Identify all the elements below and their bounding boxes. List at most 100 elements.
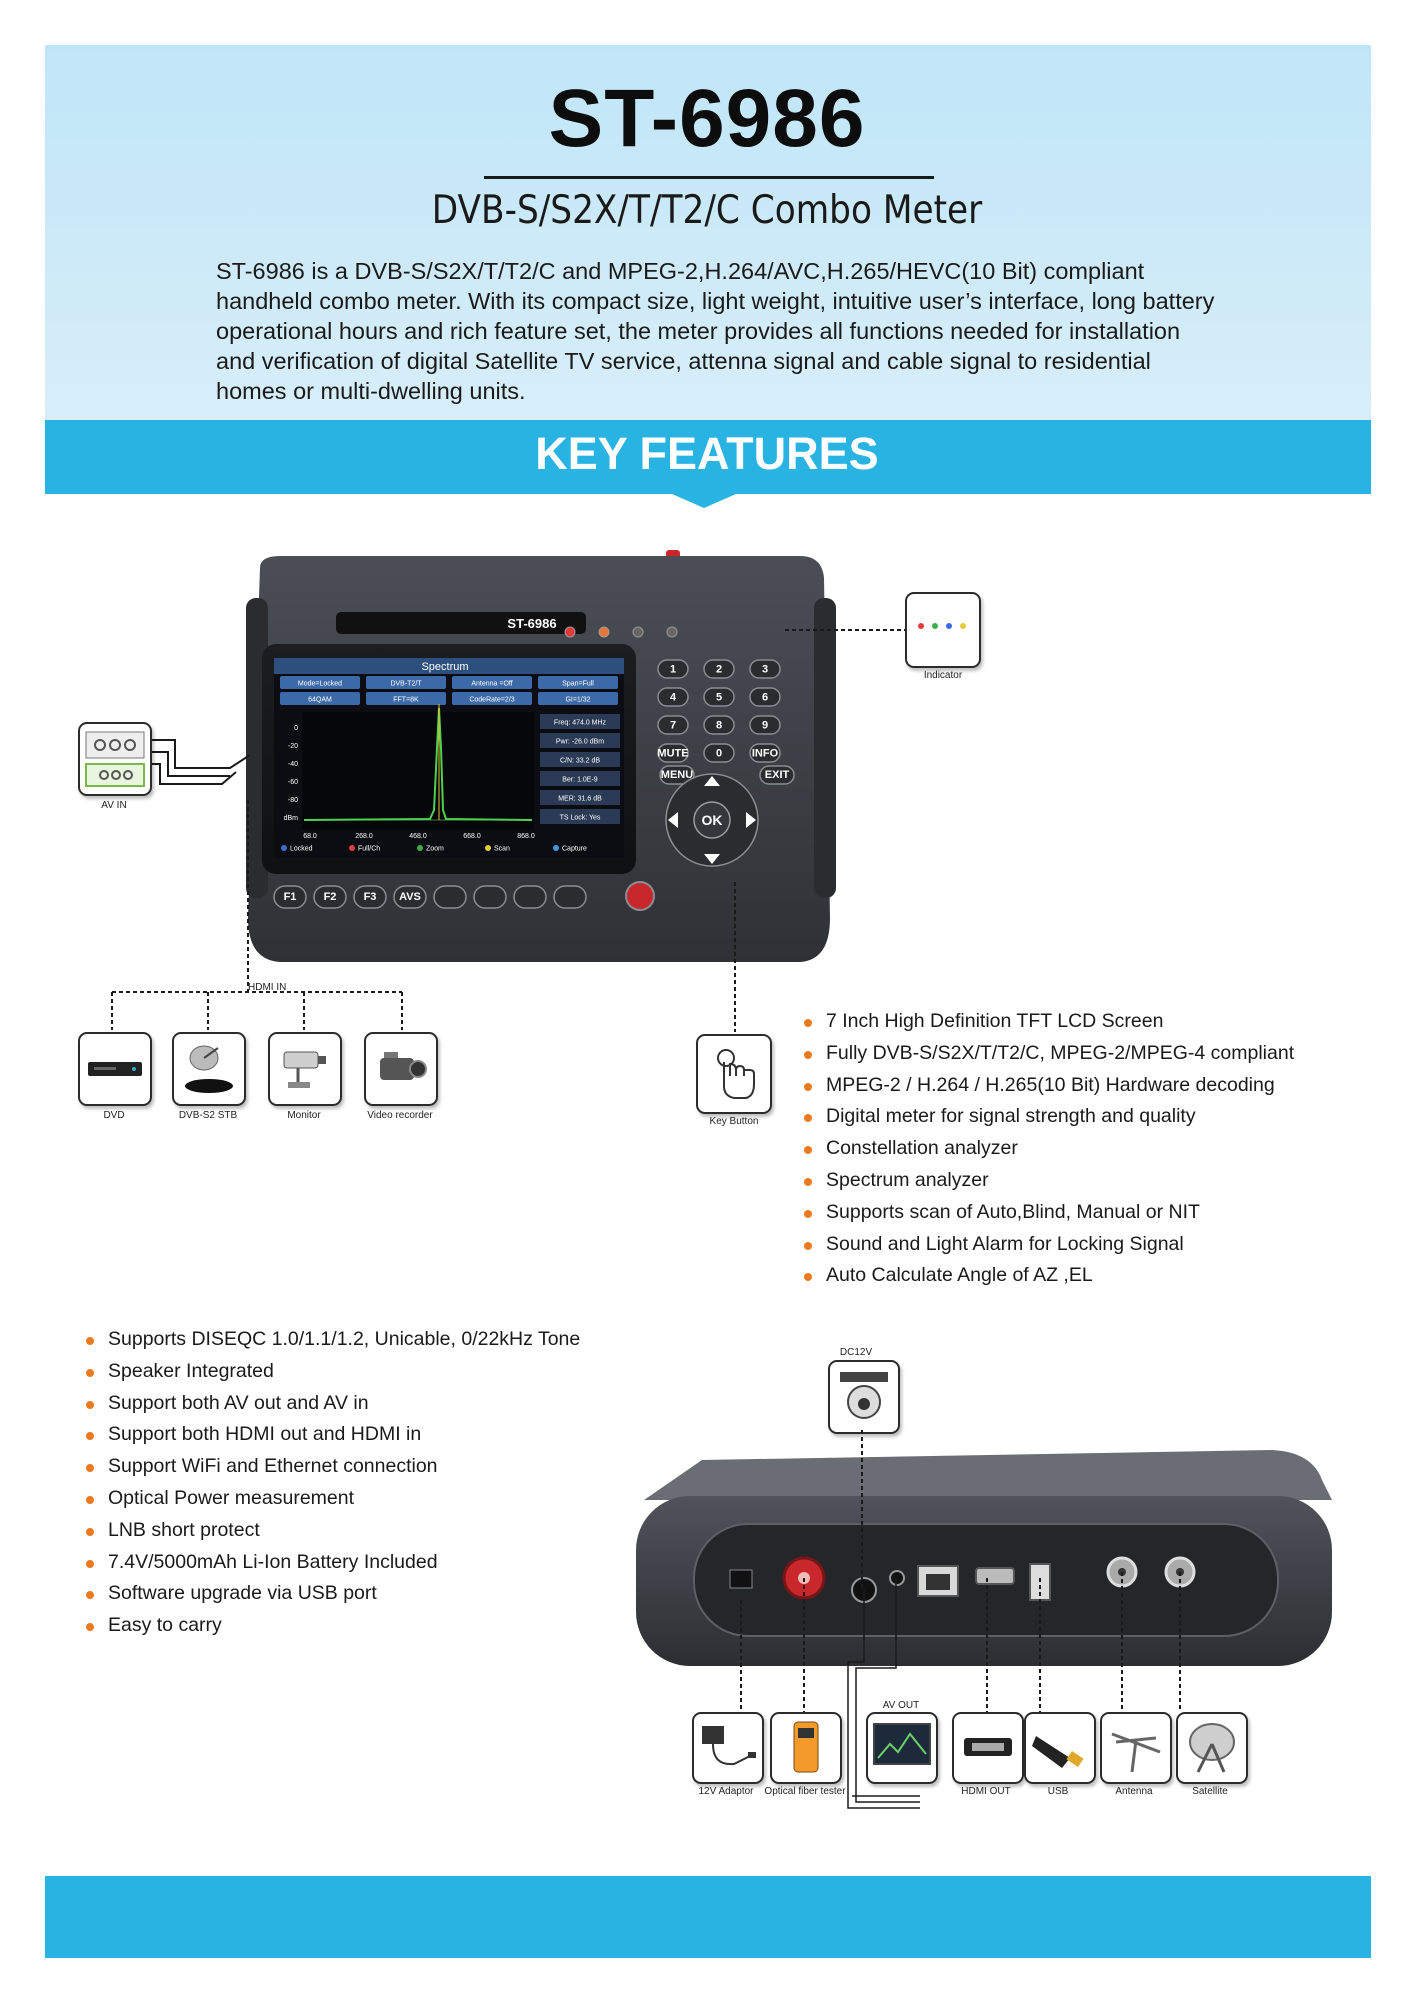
function-key-cap xyxy=(273,885,307,909)
keypad-key[interactable]: MUTE xyxy=(657,743,689,763)
feature-item: Support WiFi and Ethernet connection xyxy=(84,1455,580,1487)
usb-callout xyxy=(1024,1712,1096,1784)
keypad-key-cap xyxy=(703,715,735,735)
softkey-label: Scan xyxy=(494,846,510,853)
adaptor-callout xyxy=(692,1712,764,1784)
screen-param-text: FFT=8K xyxy=(393,697,419,704)
header-banner xyxy=(45,45,1371,420)
ok-button[interactable]: OK xyxy=(702,812,723,828)
keypad-key-label: 3 xyxy=(762,664,768,676)
function-key-cap xyxy=(553,885,587,909)
keypad-key[interactable]: 1 xyxy=(657,659,689,679)
rear-connector-lines xyxy=(740,1430,1181,1809)
product-subtitle: DVB-S/S2X/T/T2/C Combo Meter xyxy=(431,188,983,233)
menu-button-label: MENU xyxy=(661,769,693,781)
keypad-key-cap xyxy=(657,715,689,735)
feature-list-2: Supports DISEQC 1.0/1.1/1.2, Unicable, 0… xyxy=(84,1328,580,1646)
device-rear-image xyxy=(636,1450,1332,1666)
dpad[interactable]: OK xyxy=(665,773,759,867)
hdmi-out-label: HDMI OUT xyxy=(961,1786,1011,1797)
fiber-callout xyxy=(770,1712,842,1784)
keypad-key-cap xyxy=(657,743,689,763)
av-out-callout xyxy=(866,1712,938,1784)
readout-text: Pwr: -26.0 dBm xyxy=(556,739,604,746)
keypad-key-label: 7 xyxy=(670,720,676,732)
function-key-label: AVS xyxy=(399,891,421,903)
indicator-led xyxy=(666,626,678,638)
feature-item: Sound and Light Alarm for Locking Signal xyxy=(802,1233,1294,1265)
device-front-label-plate xyxy=(336,612,586,634)
readout-box xyxy=(540,771,620,786)
feature-item: 7 Inch High Definition TFT LCD Screen xyxy=(802,1010,1294,1042)
function-key[interactable] xyxy=(433,885,467,909)
y-tick-label: -20 xyxy=(288,743,298,750)
keypad-key[interactable]: 7 xyxy=(657,715,689,735)
hdmi-in-label: HDMI IN xyxy=(248,982,287,993)
security-camera-icon xyxy=(283,1051,326,1088)
feature-item: LNB short protect xyxy=(84,1519,580,1551)
feature-item: Optical Power measurement xyxy=(84,1487,580,1519)
function-key[interactable]: F1 xyxy=(273,885,307,909)
screen-param-text: Mode=Locked xyxy=(298,681,342,688)
function-key[interactable]: F3 xyxy=(353,885,387,909)
keypad-key[interactable]: 0 xyxy=(703,743,735,763)
function-key[interactable]: AVS xyxy=(393,885,427,909)
keypad-key[interactable]: INFO xyxy=(749,743,781,763)
key-features-title: KEY FEATURES xyxy=(535,428,879,479)
camcorder-icon xyxy=(380,1052,427,1080)
feature-item: Digital meter for signal strength and qu… xyxy=(802,1105,1294,1137)
y-tick-label: dBm xyxy=(284,815,299,822)
keypad-key[interactable]: 8 xyxy=(703,715,735,735)
hdmi-out-callout xyxy=(952,1712,1024,1784)
x-tick-label: 468.0 xyxy=(409,833,427,840)
indicator-led xyxy=(564,626,576,638)
keypad-key[interactable]: 9 xyxy=(749,715,781,735)
softkey-label: Locked xyxy=(290,846,313,853)
screen-param xyxy=(538,692,618,705)
exit-button[interactable]: EXIT xyxy=(759,765,795,785)
keypad-key-cap xyxy=(749,687,781,707)
function-key[interactable] xyxy=(513,885,547,909)
function-key-cap xyxy=(433,885,467,909)
band-notch xyxy=(672,494,736,508)
feature-item: Support both HDMI out and HDMI in xyxy=(84,1423,580,1455)
y-tick-label: -40 xyxy=(288,761,298,768)
av-out-label: AV OUT xyxy=(882,1700,920,1711)
keypad-key-label: 5 xyxy=(716,692,722,704)
keypad-key[interactable]: 6 xyxy=(749,687,781,707)
x-tick-label: 868.0 xyxy=(517,833,535,840)
front-connector-lines xyxy=(111,629,905,1032)
keypad-key-cap xyxy=(657,687,689,707)
keypad-key[interactable]: 3 xyxy=(749,659,781,679)
adaptor-label: 12V Adaptor xyxy=(698,1786,754,1797)
function-key-label: F1 xyxy=(284,891,297,903)
screen-param xyxy=(366,692,446,705)
keypad-key-label: MUTE xyxy=(657,748,688,760)
keypad-key-cap xyxy=(703,659,735,679)
exit-button-label: EXIT xyxy=(765,769,790,781)
feature-item: Constellation analyzer xyxy=(802,1137,1294,1169)
keypad-key-cap xyxy=(703,687,735,707)
menu-button[interactable]: MENU xyxy=(659,765,695,785)
title-divider xyxy=(484,176,934,179)
screen-title: Spectrum xyxy=(421,661,468,673)
arrow-down-icon xyxy=(704,854,720,864)
keypad-key[interactable]: 2 xyxy=(703,659,735,679)
key-button-callout xyxy=(696,1034,772,1114)
function-key[interactable]: F2 xyxy=(313,885,347,909)
y-tick-label: -60 xyxy=(288,779,298,786)
satellite-receiver-icon xyxy=(185,1045,233,1093)
function-key[interactable] xyxy=(553,885,587,909)
indicator-led xyxy=(598,626,610,638)
softkey-dot xyxy=(349,845,355,851)
function-key[interactable] xyxy=(473,885,507,909)
intro-paragraph: ST-6986 is a DVB-S/S2X/T/T2/C and MPEG-2… xyxy=(216,258,1215,404)
keypad-key[interactable]: 5 xyxy=(703,687,735,707)
model-title: ST-6986 xyxy=(548,73,866,164)
function-key-cap xyxy=(313,885,347,909)
feature-item: Supports DISEQC 1.0/1.1/1.2, Unicable, 0… xyxy=(84,1328,580,1360)
x-tick-label: 668.0 xyxy=(463,833,481,840)
function-key-cap xyxy=(353,885,387,909)
keypad-key[interactable]: 4 xyxy=(657,687,689,707)
